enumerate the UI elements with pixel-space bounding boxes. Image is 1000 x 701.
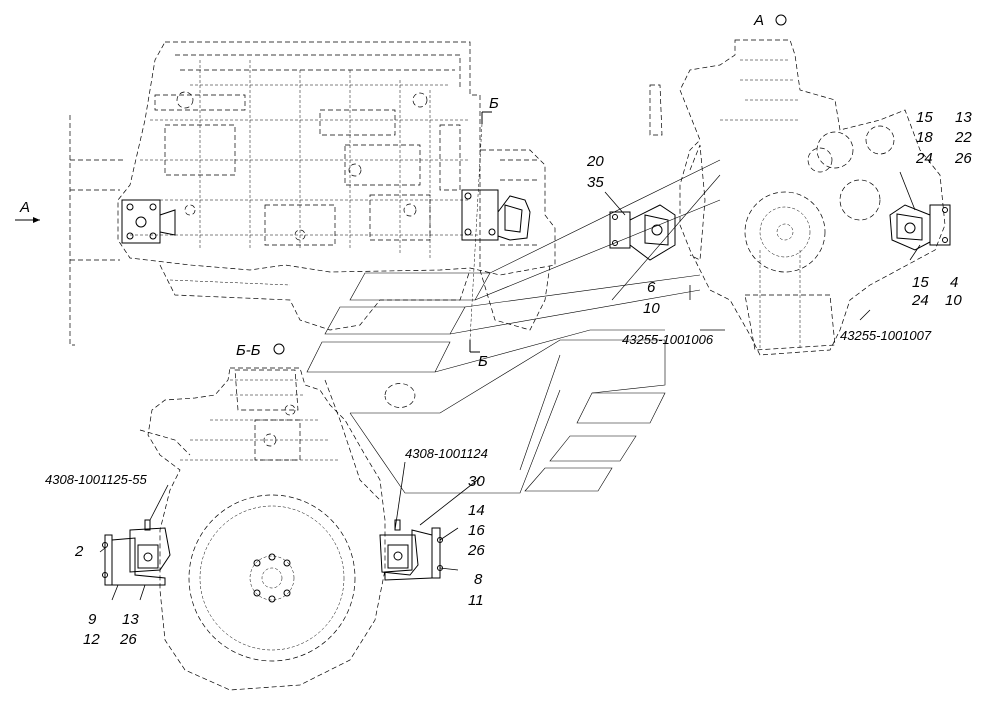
frame-6 — [524, 467, 613, 492]
section-b-bottom-label: Б — [478, 353, 488, 370]
part-label-12: 12 — [83, 631, 100, 648]
engine-side-view — [15, 41, 556, 353]
section-bb-label: Б-Б — [236, 342, 261, 359]
part-label-9: 9 — [88, 611, 97, 628]
part-label-26b: 26 — [467, 542, 485, 559]
section-b-top-label: Б — [489, 95, 499, 112]
part-label-10a: 10 — [643, 300, 660, 317]
callout-frames — [306, 159, 721, 494]
part-number-43255-1001007: 43255-1001007 — [840, 328, 932, 343]
view-labels: А А Б Б Б-Б — [19, 12, 764, 370]
part-label-16: 16 — [468, 522, 485, 539]
frame-2 — [324, 306, 466, 335]
engine-front-view-a — [609, 14, 951, 356]
frame-5 — [549, 435, 637, 462]
part-label-18: 18 — [916, 129, 933, 146]
part-labels: 20 35 15 18 24 13 22 26 6 10 15 24 4 10 … — [74, 109, 972, 648]
part-label-11: 11 — [468, 592, 484, 609]
part-label-24b: 24 — [911, 292, 929, 309]
part-number-4308-1001124: 4308-1001124 — [405, 446, 488, 461]
frame-4 — [576, 392, 666, 424]
part-numbers: 43255-1001006 43255-1001007 4308-1001124… — [45, 328, 932, 487]
part-label-4: 4 — [950, 274, 958, 291]
part-label-15b: 15 — [912, 274, 929, 291]
leader-lines — [99, 171, 921, 601]
part-label-35: 35 — [587, 174, 604, 191]
part-label-15a: 15 — [916, 109, 933, 126]
part-label-14: 14 — [468, 502, 485, 519]
view-a-top-label: А — [753, 12, 764, 29]
part-label-8: 8 — [474, 571, 483, 588]
frame-1 — [349, 272, 491, 301]
engine-section-bb — [102, 343, 443, 691]
part-number-4308-1001125-55: 4308-1001125-55 — [45, 472, 147, 487]
part-label-13b: 13 — [122, 611, 139, 628]
part-label-13a: 13 — [955, 109, 972, 126]
part-number-43255-1001006: 43255-1001006 — [622, 332, 714, 347]
part-label-2: 2 — [74, 543, 84, 560]
part-label-10b: 10 — [945, 292, 962, 309]
part-label-26a: 26 — [954, 150, 972, 167]
view-a-left-label: А — [19, 199, 30, 216]
part-label-24a: 24 — [915, 150, 933, 167]
part-label-6: 6 — [647, 279, 656, 296]
part-label-22: 22 — [954, 129, 972, 146]
part-label-30: 30 — [468, 473, 485, 490]
part-label-26c: 26 — [119, 631, 137, 648]
part-label-20: 20 — [586, 153, 604, 170]
frame-3 — [306, 341, 451, 373]
